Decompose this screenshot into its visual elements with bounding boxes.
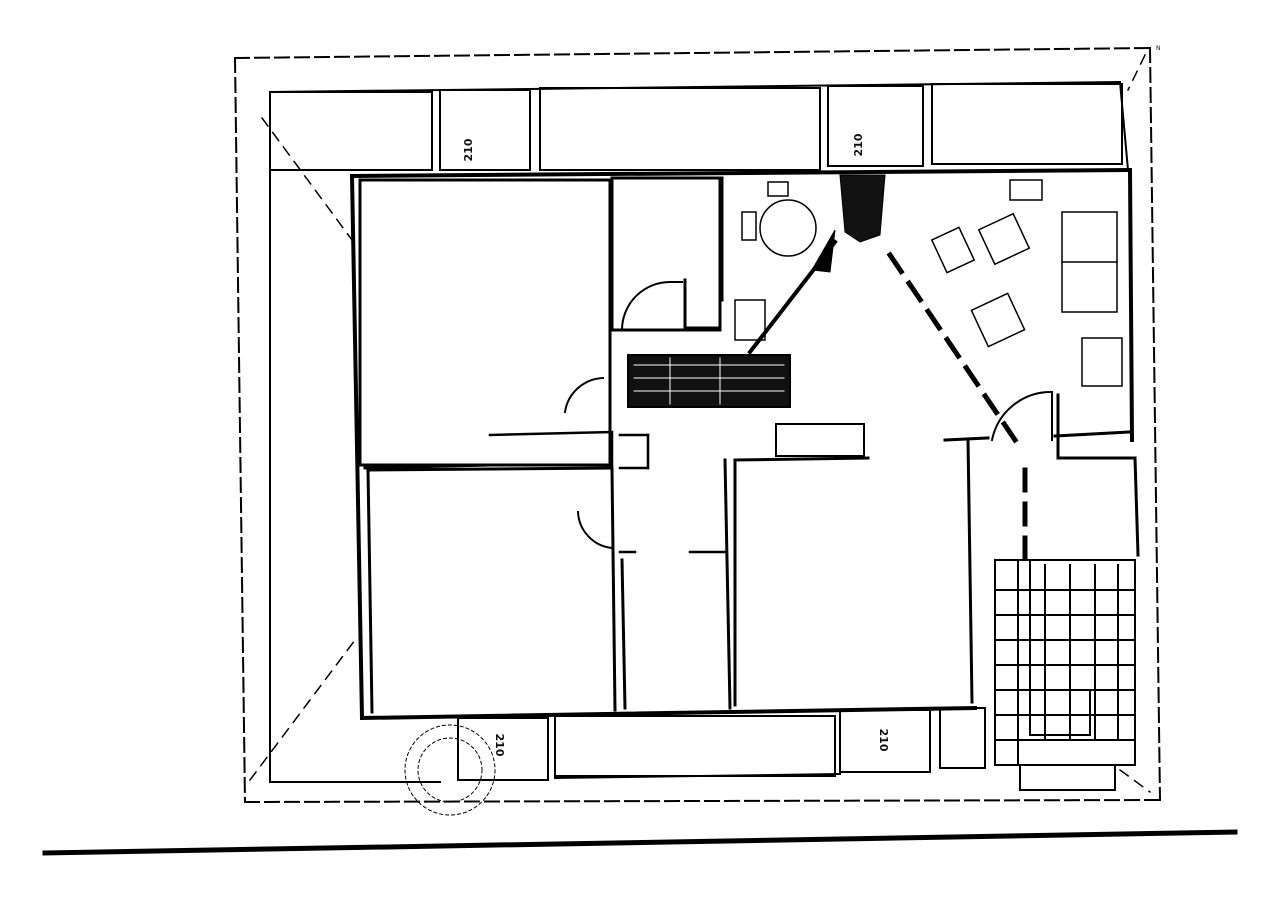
annotation-box-lines [633, 357, 785, 405]
window-code-3: 210 [493, 734, 506, 757]
bottom-planters [457, 707, 986, 781]
stamp-seal [404, 724, 496, 816]
sight-lines [248, 53, 1152, 794]
circulation-path [886, 251, 1028, 563]
exterior-walls [349, 167, 1135, 721]
window-code-4: 210 [877, 729, 890, 752]
north-mark: N [1156, 45, 1161, 52]
door-swings [563, 280, 1054, 550]
living-furniture [734, 179, 1123, 387]
interior-walls [358, 176, 1140, 714]
ground-line [42, 829, 1238, 856]
staircase [994, 559, 1136, 791]
top-planters [269, 83, 1123, 171]
window-code-2: 210 [852, 133, 865, 156]
window-code-1: 210 [462, 138, 475, 161]
site-boundary [233, 46, 1162, 804]
corridor-walls [488, 430, 727, 554]
fixture-blob [839, 174, 886, 243]
terrace-outline [268, 80, 1130, 783]
annotation-box [627, 354, 791, 408]
kitchen-counter [775, 423, 865, 457]
annotation-arrowhead [811, 229, 836, 273]
